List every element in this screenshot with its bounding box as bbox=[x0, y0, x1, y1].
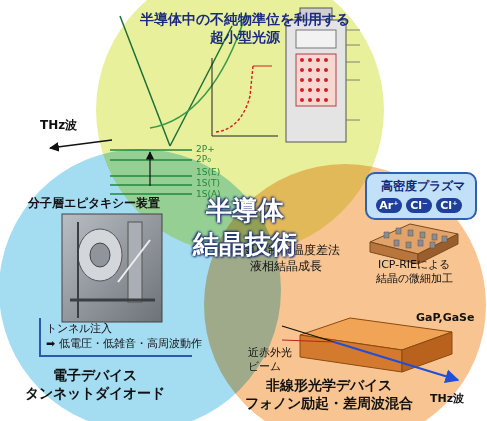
pillar bbox=[418, 240, 423, 246]
leader-line bbox=[346, 45, 360, 46]
heater-dot bbox=[300, 68, 304, 72]
crystal-top bbox=[370, 224, 458, 254]
photo-caption: 分子層エピタキシー装置 bbox=[28, 196, 188, 212]
material-label: GaP,GaSe bbox=[416, 311, 486, 325]
heater-dot bbox=[316, 88, 320, 92]
pillar bbox=[430, 242, 435, 248]
level-label: 1S(A) bbox=[196, 189, 236, 201]
manipulator-rod bbox=[118, 240, 150, 282]
wave-label: THz波 bbox=[40, 118, 90, 134]
heater-dot bbox=[324, 58, 328, 62]
plasma-box: 高密度プラズマ bbox=[365, 172, 477, 220]
chamber-column bbox=[128, 222, 142, 302]
frame-bar bbox=[70, 299, 155, 302]
circle-fill bbox=[204, 164, 486, 421]
heater-dot bbox=[316, 58, 320, 62]
beam-label: 近赤外光 ビーム bbox=[248, 346, 298, 375]
furnace-body bbox=[286, 20, 346, 142]
bracket-line bbox=[40, 318, 192, 356]
band-line bbox=[120, 16, 170, 146]
heater-dot bbox=[300, 58, 304, 62]
crystal-side bbox=[402, 332, 452, 372]
heater-dot bbox=[324, 78, 328, 82]
pillar bbox=[396, 228, 401, 234]
box-title: 高密度プラズマ bbox=[367, 179, 479, 195]
crystal-front bbox=[300, 335, 402, 372]
energy-level bbox=[110, 193, 192, 195]
wave-label: THz波 bbox=[430, 392, 480, 406]
heater-dot bbox=[308, 98, 312, 102]
heater-dot bbox=[316, 68, 320, 72]
crystal-top bbox=[300, 318, 452, 350]
chamber-port bbox=[90, 243, 110, 267]
level-label: 2P+ bbox=[196, 144, 236, 156]
temperature-curve bbox=[253, 66, 272, 67]
circle-heading: 電子デバイス タンネットダイオード bbox=[20, 366, 170, 402]
heater-dot bbox=[300, 78, 304, 82]
pillar bbox=[406, 242, 411, 248]
furnace-cap bbox=[300, 8, 332, 20]
heater-dot bbox=[308, 78, 312, 82]
heater-dot bbox=[324, 88, 328, 92]
temperature-curve bbox=[216, 66, 253, 132]
band-line bbox=[170, 26, 232, 146]
transition-arrow bbox=[149, 152, 150, 186]
leader-line bbox=[346, 30, 360, 31]
vacuum-chamber bbox=[78, 229, 122, 281]
pillar-array bbox=[384, 228, 447, 248]
energy-level bbox=[110, 184, 192, 186]
circle-heading: 半導体中の不純物準位を利用する 超小型光源 bbox=[136, 10, 354, 46]
band-curve bbox=[150, 14, 246, 128]
venn-circle: ICP-RIEによる 結晶の微細加工非線形光学デバイス フォノン励起・差周波混合… bbox=[203, 163, 487, 421]
beam-line bbox=[282, 340, 334, 342]
pillar bbox=[408, 230, 413, 236]
pillar bbox=[384, 232, 389, 238]
method-caption: 蒸気圧制御温度差法 液相結晶成長 bbox=[228, 243, 344, 274]
pillar bbox=[394, 240, 399, 246]
feature-text: ➡ 低電圧・低雑音・高周波動作 bbox=[46, 337, 236, 351]
feature-text: トンネル注入 bbox=[46, 322, 166, 336]
circle-heading: 非線形光学デバイス フォノン励起・差周波混合 bbox=[241, 376, 417, 412]
heater-dot bbox=[300, 98, 304, 102]
heater-dot bbox=[308, 88, 312, 92]
thz-beam bbox=[334, 342, 458, 380]
pillar bbox=[432, 234, 437, 240]
heater-zone bbox=[296, 54, 336, 106]
energy-level bbox=[110, 149, 192, 151]
mbe-photo bbox=[62, 214, 162, 322]
crystal-side bbox=[370, 242, 418, 264]
process-caption: ICP-RIEによる 結晶の微細加工 bbox=[362, 258, 466, 287]
heater-dot bbox=[308, 68, 312, 72]
heater-dot bbox=[300, 88, 304, 92]
level-label: 1S(T) bbox=[196, 178, 236, 190]
heater-dot bbox=[308, 58, 312, 62]
pillar bbox=[420, 232, 425, 238]
energy-level bbox=[110, 159, 192, 161]
furnace-part bbox=[296, 30, 336, 48]
level-label: 2P₀ bbox=[196, 154, 236, 166]
chart-axis bbox=[212, 58, 213, 136]
energy-level bbox=[110, 175, 192, 177]
heater-dot bbox=[324, 68, 328, 72]
level-label: 1S(E) bbox=[196, 167, 236, 179]
beam-line bbox=[282, 326, 334, 342]
leader-line bbox=[346, 80, 360, 81]
frame-bar bbox=[77, 222, 79, 318]
crystal-side bbox=[418, 234, 458, 264]
pillar bbox=[442, 236, 447, 242]
heater-dots bbox=[300, 58, 328, 102]
chart-axis bbox=[212, 136, 278, 137]
leader-line bbox=[346, 120, 360, 121]
heater-dot bbox=[316, 98, 320, 102]
leader-line bbox=[346, 62, 360, 63]
thz-arrow bbox=[50, 140, 112, 148]
heater-dot bbox=[316, 78, 320, 82]
heater-dot bbox=[324, 98, 328, 102]
